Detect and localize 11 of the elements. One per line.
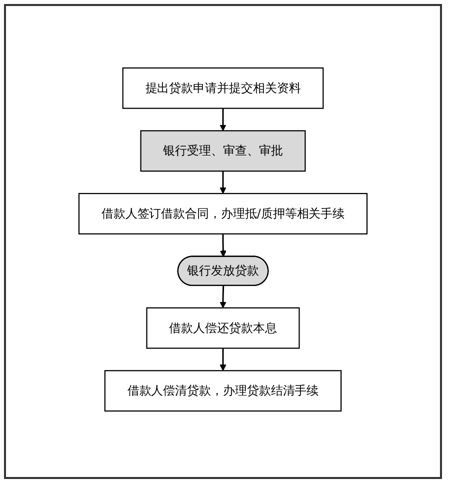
node-box [146,306,300,348]
arrow [220,233,226,256]
node-box [140,130,306,172]
node-box [78,192,368,234]
arrow [220,108,226,131]
node-box [122,66,324,108]
arrow [220,348,226,370]
node-box [104,370,342,412]
diagram-frame: 提出贷款申请并提交相关资料 银行受理、审查、审批 借款人签订借款合同，办理抵/质押等相关手续 银行发放贷款 借款人偿还贷款本息 借款人偿清贷款，办理贷款结清手续 [4,4,442,479]
arrow [220,170,226,194]
arrow [220,285,226,308]
